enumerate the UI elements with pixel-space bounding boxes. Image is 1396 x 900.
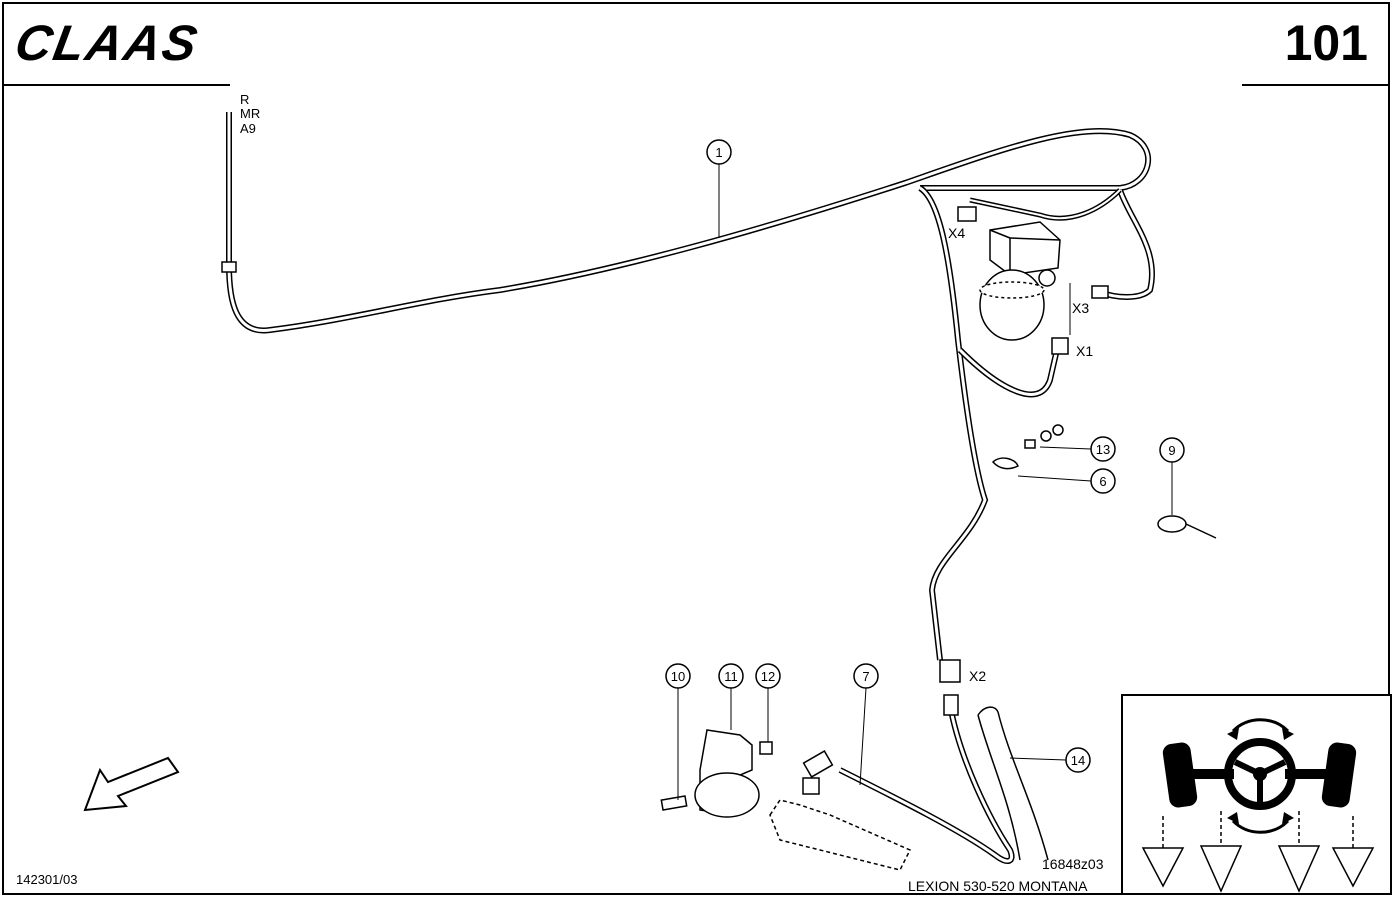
cable-harness — [221, 112, 1155, 864]
valve-block — [957, 206, 1109, 355]
sheet-id: 142301/03 — [16, 872, 78, 887]
callout-14: 14 — [1071, 753, 1085, 768]
header-rule-right — [1242, 84, 1390, 86]
page-number: 101 — [1284, 15, 1368, 71]
model-name: LEXION 530-520 MONTANA — [908, 878, 1088, 894]
steering-icon — [1141, 718, 1375, 893]
drawing-number: 16848z03 — [1042, 856, 1104, 872]
bracket-6 — [991, 424, 1064, 470]
callout-7: 7 — [862, 669, 869, 684]
reference-code: R MR A9 — [240, 92, 261, 136]
bracket-11 — [660, 729, 773, 818]
callout-numbers: 1 13 6 9 10 11 12 7 14 — [671, 145, 1176, 768]
callout-leaders — [677, 164, 1173, 800]
callout-9: 9 — [1168, 443, 1175, 458]
connector-labels: X4 X3 X1 X2 — [948, 225, 1093, 684]
connector-x2 — [939, 659, 961, 716]
hose-14 — [977, 706, 1049, 861]
callout-12: 12 — [761, 669, 775, 684]
connector-x2-label: X2 — [969, 668, 986, 684]
sensor-7 — [769, 750, 912, 871]
cable-tie-9 — [1157, 515, 1217, 539]
callout-circles — [665, 139, 1185, 773]
callout-6: 6 — [1099, 474, 1106, 489]
header-rule-left — [2, 84, 230, 86]
callout-10: 10 — [671, 669, 685, 684]
callout-11: 11 — [724, 669, 738, 684]
machine-inset — [1121, 694, 1392, 895]
connector-x3-label: X3 — [1072, 300, 1089, 316]
connector-x1-label: X1 — [1076, 343, 1093, 359]
connector-x4-label: X4 — [948, 225, 965, 241]
callout-13: 13 — [1096, 442, 1110, 457]
callout-1: 1 — [715, 145, 722, 160]
direction-arrow — [83, 756, 180, 812]
